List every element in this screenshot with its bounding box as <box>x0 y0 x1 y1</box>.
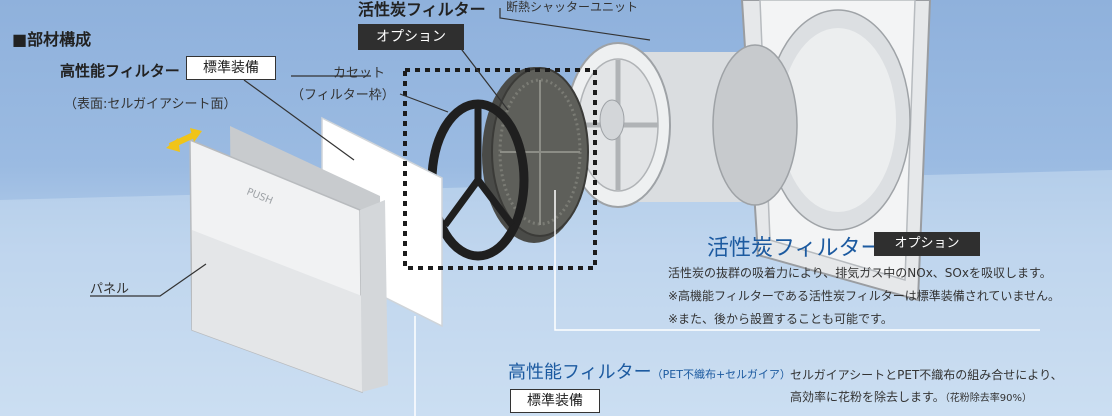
carbon-filter-label: 活性炭フィルター <box>358 0 486 19</box>
mounting-frame <box>740 0 932 302</box>
hp-detail-title-main: 高性能フィルター <box>508 362 652 383</box>
hp-filter-badge: 標準装備 <box>186 56 276 80</box>
carbon-detail-badge: オプション <box>874 232 980 256</box>
cassette-sub: （フィルター枠） <box>291 88 395 103</box>
hp-detail-title: 高性能フィルター（PET不織布+セルガイア） <box>508 358 791 384</box>
carbon-option-badge: オプション <box>358 24 464 50</box>
carbon-detail-line: ※高機能フィルターである活性炭フィルターは標準装備されていません。 <box>668 289 1061 303</box>
leader-panel <box>90 263 207 297</box>
leader-hp <box>243 79 355 161</box>
panel <box>189 126 388 394</box>
carbon-filter-disc <box>482 67 589 243</box>
leader-shutter <box>499 8 651 41</box>
hp-detail-badge: 標準装備 <box>510 389 600 413</box>
hp-detail-line2: 高効率に花粉を除去します。（花粉除去率90%） <box>790 388 1032 405</box>
cassette-label: カセット <box>333 66 386 81</box>
hp-detail-line2-small: （花粉除去率90%） <box>944 393 1033 404</box>
shutter-label: 断熱シャッターユニット <box>506 0 639 14</box>
section-title: ■部材構成 <box>12 30 92 49</box>
panel-label: パネル <box>90 282 130 297</box>
hp-filter-sub: （表面:セルガイアシート面） <box>64 97 237 112</box>
leader-cassette <box>399 93 449 113</box>
dotted-highlight <box>403 68 597 270</box>
carbon-detail-line: ※また、後から設置することも可能です。 <box>668 312 893 326</box>
hp-detail-title-sub: （PET不織布+セルガイア） <box>651 368 791 381</box>
carbon-detail-line: 活性炭の抜群の吸着力により、排気ガス中のNOx、SOxを吸収します。 <box>668 266 1052 280</box>
hp-filter-label: 高性能フィルター <box>60 62 180 80</box>
shutter-unit <box>565 42 798 208</box>
hp-detail-line2-main: 高効率に花粉を除去します。 <box>790 390 945 404</box>
leader-carbon-detail <box>554 190 1040 331</box>
carbon-detail-title: 活性炭フィルター <box>707 236 883 261</box>
hp-detail-line1: セルガイアシートとPET不織布の組み合せにより、 <box>790 368 1063 382</box>
